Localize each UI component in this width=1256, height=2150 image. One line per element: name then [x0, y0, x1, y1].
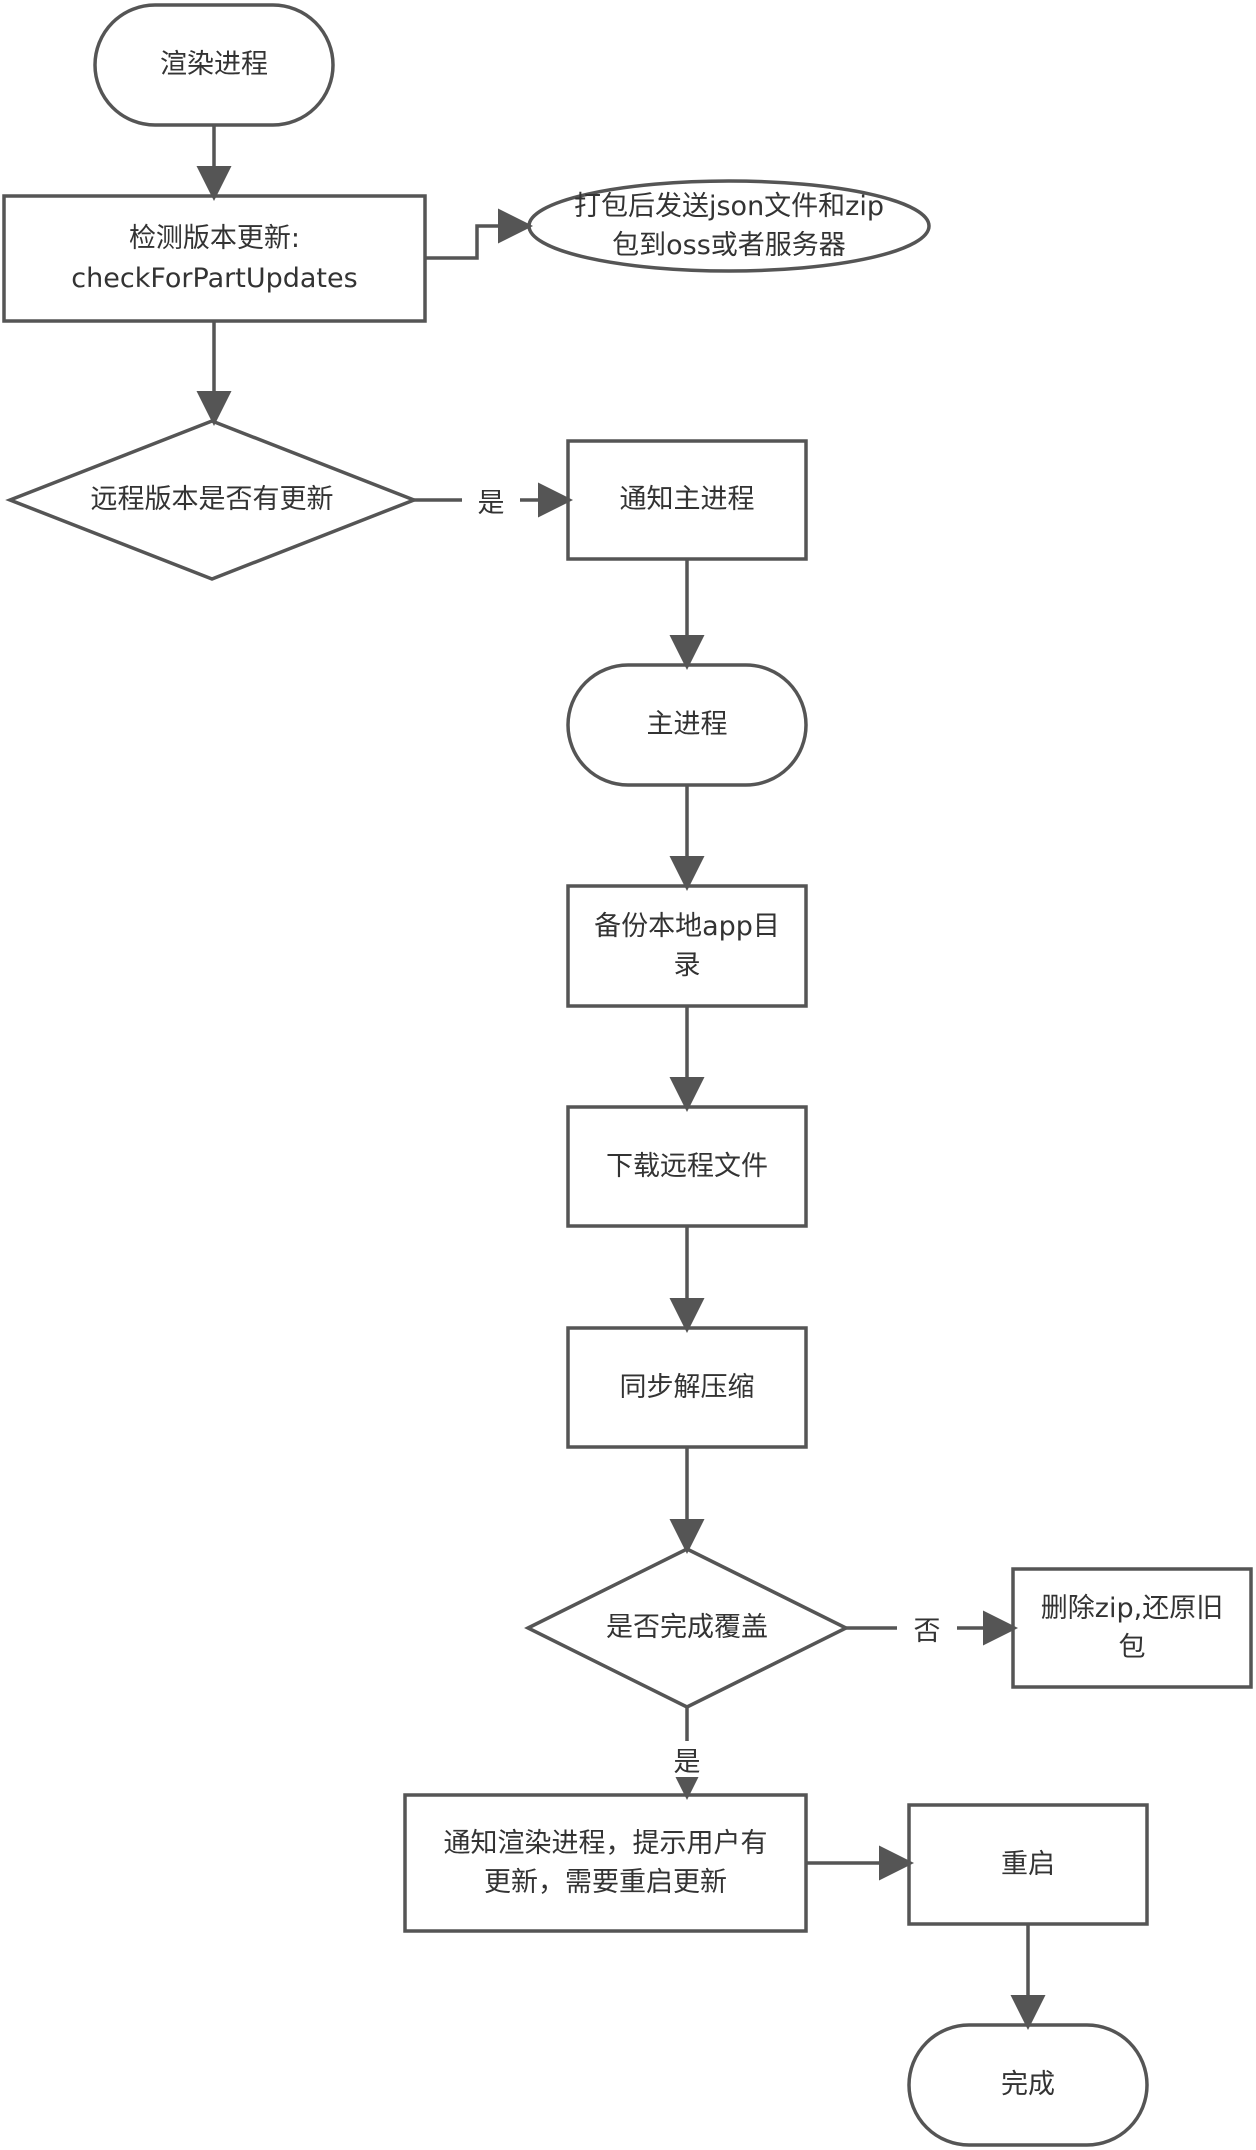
edge-label-yes-overwrite: 是	[664, 1741, 710, 1778]
node-delete-restore-shape	[1011, 1567, 1253, 1689]
node-render-process-label: 渲染进程	[160, 49, 268, 81]
node-remote-has-update-label: 远程版本是否有更新	[90, 484, 334, 516]
node-notify-main-label: 通知主进程	[619, 484, 755, 516]
node-restart-label: 重启	[1001, 1848, 1055, 1880]
node-check-update-label: 检测版本更新: checkForPartUpdates	[71, 223, 358, 294]
node-check-update-shape	[2, 194, 427, 323]
node-sync-unzip-shape	[566, 1326, 808, 1449]
node-download-remote-label: 下载远程文件	[606, 1150, 768, 1182]
node-complete-label: 完成	[1001, 2069, 1055, 2101]
node-sync-unzip-label: 同步解压缩	[619, 1371, 755, 1403]
node-notify-renderer-label: 通知渲染进程，提示用户有 更新，需要重启更新	[443, 1827, 768, 1898]
node-package-upload-label: 打包后发送json文件和zip 包到oss或者服务器	[573, 190, 884, 261]
edge-check-to-package	[425, 208, 533, 260]
node-notify-renderer-shape	[403, 1793, 808, 1933]
node-notify-main-shape	[566, 439, 808, 561]
node-overwrite-done-label: 是否完成覆盖	[606, 1612, 768, 1644]
edge-label-no-overwrite: 否	[901, 1610, 953, 1647]
edge-label-yes-remote: 是	[466, 482, 516, 519]
node-restart-shape	[907, 1803, 1149, 1926]
node-main-process-label: 主进程	[646, 709, 728, 741]
node-delete-restore-label: 删除zip,还原旧 包	[1040, 1592, 1224, 1663]
node-backup-app-label: 备份本地app目 录	[594, 910, 780, 981]
